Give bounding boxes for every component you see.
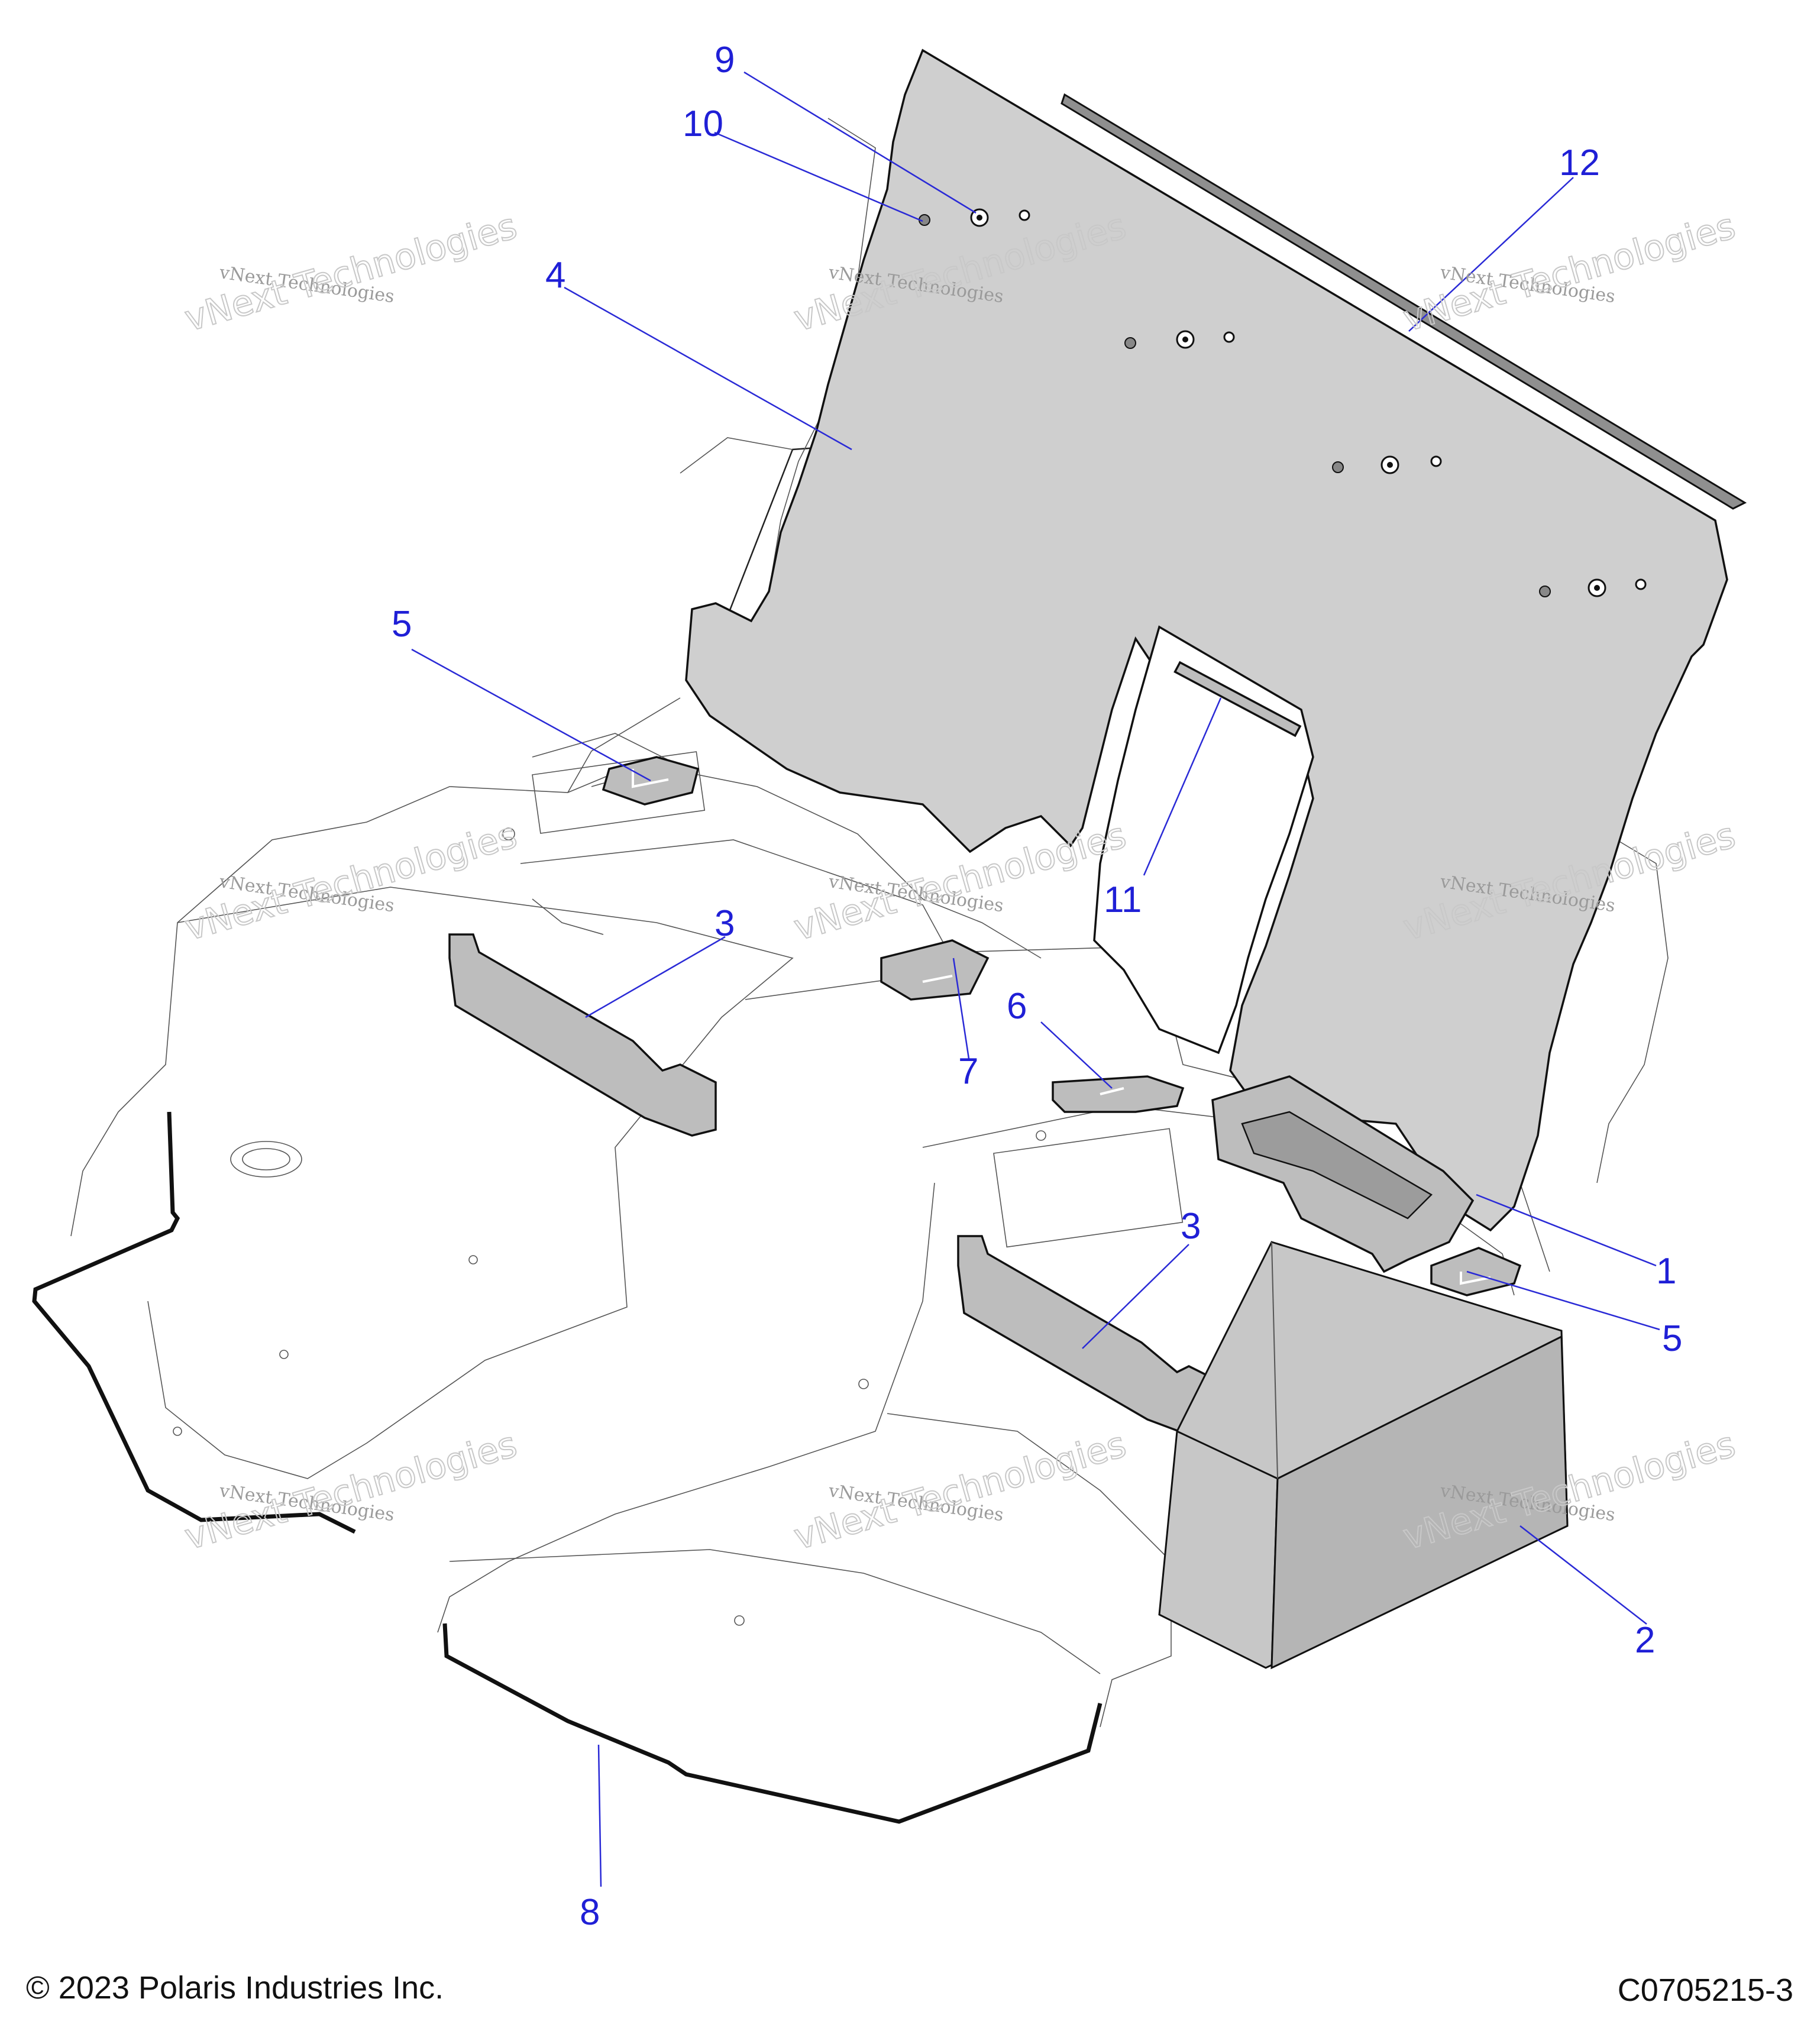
callout-5-lower: 5 (1662, 1318, 1682, 1359)
leader-lines (411, 71, 1660, 1887)
callout-11: 8 (580, 1892, 600, 1933)
storage-tray (1211, 1075, 1475, 1273)
battery-cover-box (1158, 1241, 1569, 1670)
callout-1: 1 (1656, 1251, 1676, 1292)
rear-panel (685, 48, 1728, 1232)
rear-panel-strip (1173, 661, 1302, 738)
callout-12: 12 (1559, 143, 1600, 183)
callout-3-lower: 3 (1181, 1206, 1201, 1247)
callout-10: 11 (1104, 879, 1142, 920)
callout-6: 6 (1007, 986, 1027, 1027)
handle-trim-left (448, 933, 717, 1137)
front-seal-center (442, 1623, 1103, 1824)
callout-5-upper: 5 (392, 604, 412, 645)
callout-4: 4 (545, 255, 565, 296)
callout-8: 9 (714, 40, 735, 80)
panel-fasteners (919, 208, 1647, 597)
rear-panel-cutout (1093, 625, 1314, 1055)
drawing-id: C0705215-3 (1617, 1972, 1793, 2008)
handle-trim-right (957, 1235, 1226, 1438)
callout-3-upper: 3 (714, 903, 735, 944)
callout-2: 2 (1635, 1620, 1655, 1661)
callout-labels: 9 10 4 12 5 3 11 7 6 3 1 5 2 8 (392, 40, 1682, 1933)
top-seal-strip (1061, 93, 1747, 510)
pad-right (1430, 1247, 1522, 1296)
front-seal-left (32, 1111, 356, 1534)
copyright-text: © 2023 Polaris Industries Inc. (26, 1970, 444, 2006)
bracket-pad (880, 939, 990, 1001)
callout-9: 10 (683, 104, 723, 144)
pad-center (1052, 1075, 1185, 1113)
callout-7: 7 (958, 1051, 978, 1092)
